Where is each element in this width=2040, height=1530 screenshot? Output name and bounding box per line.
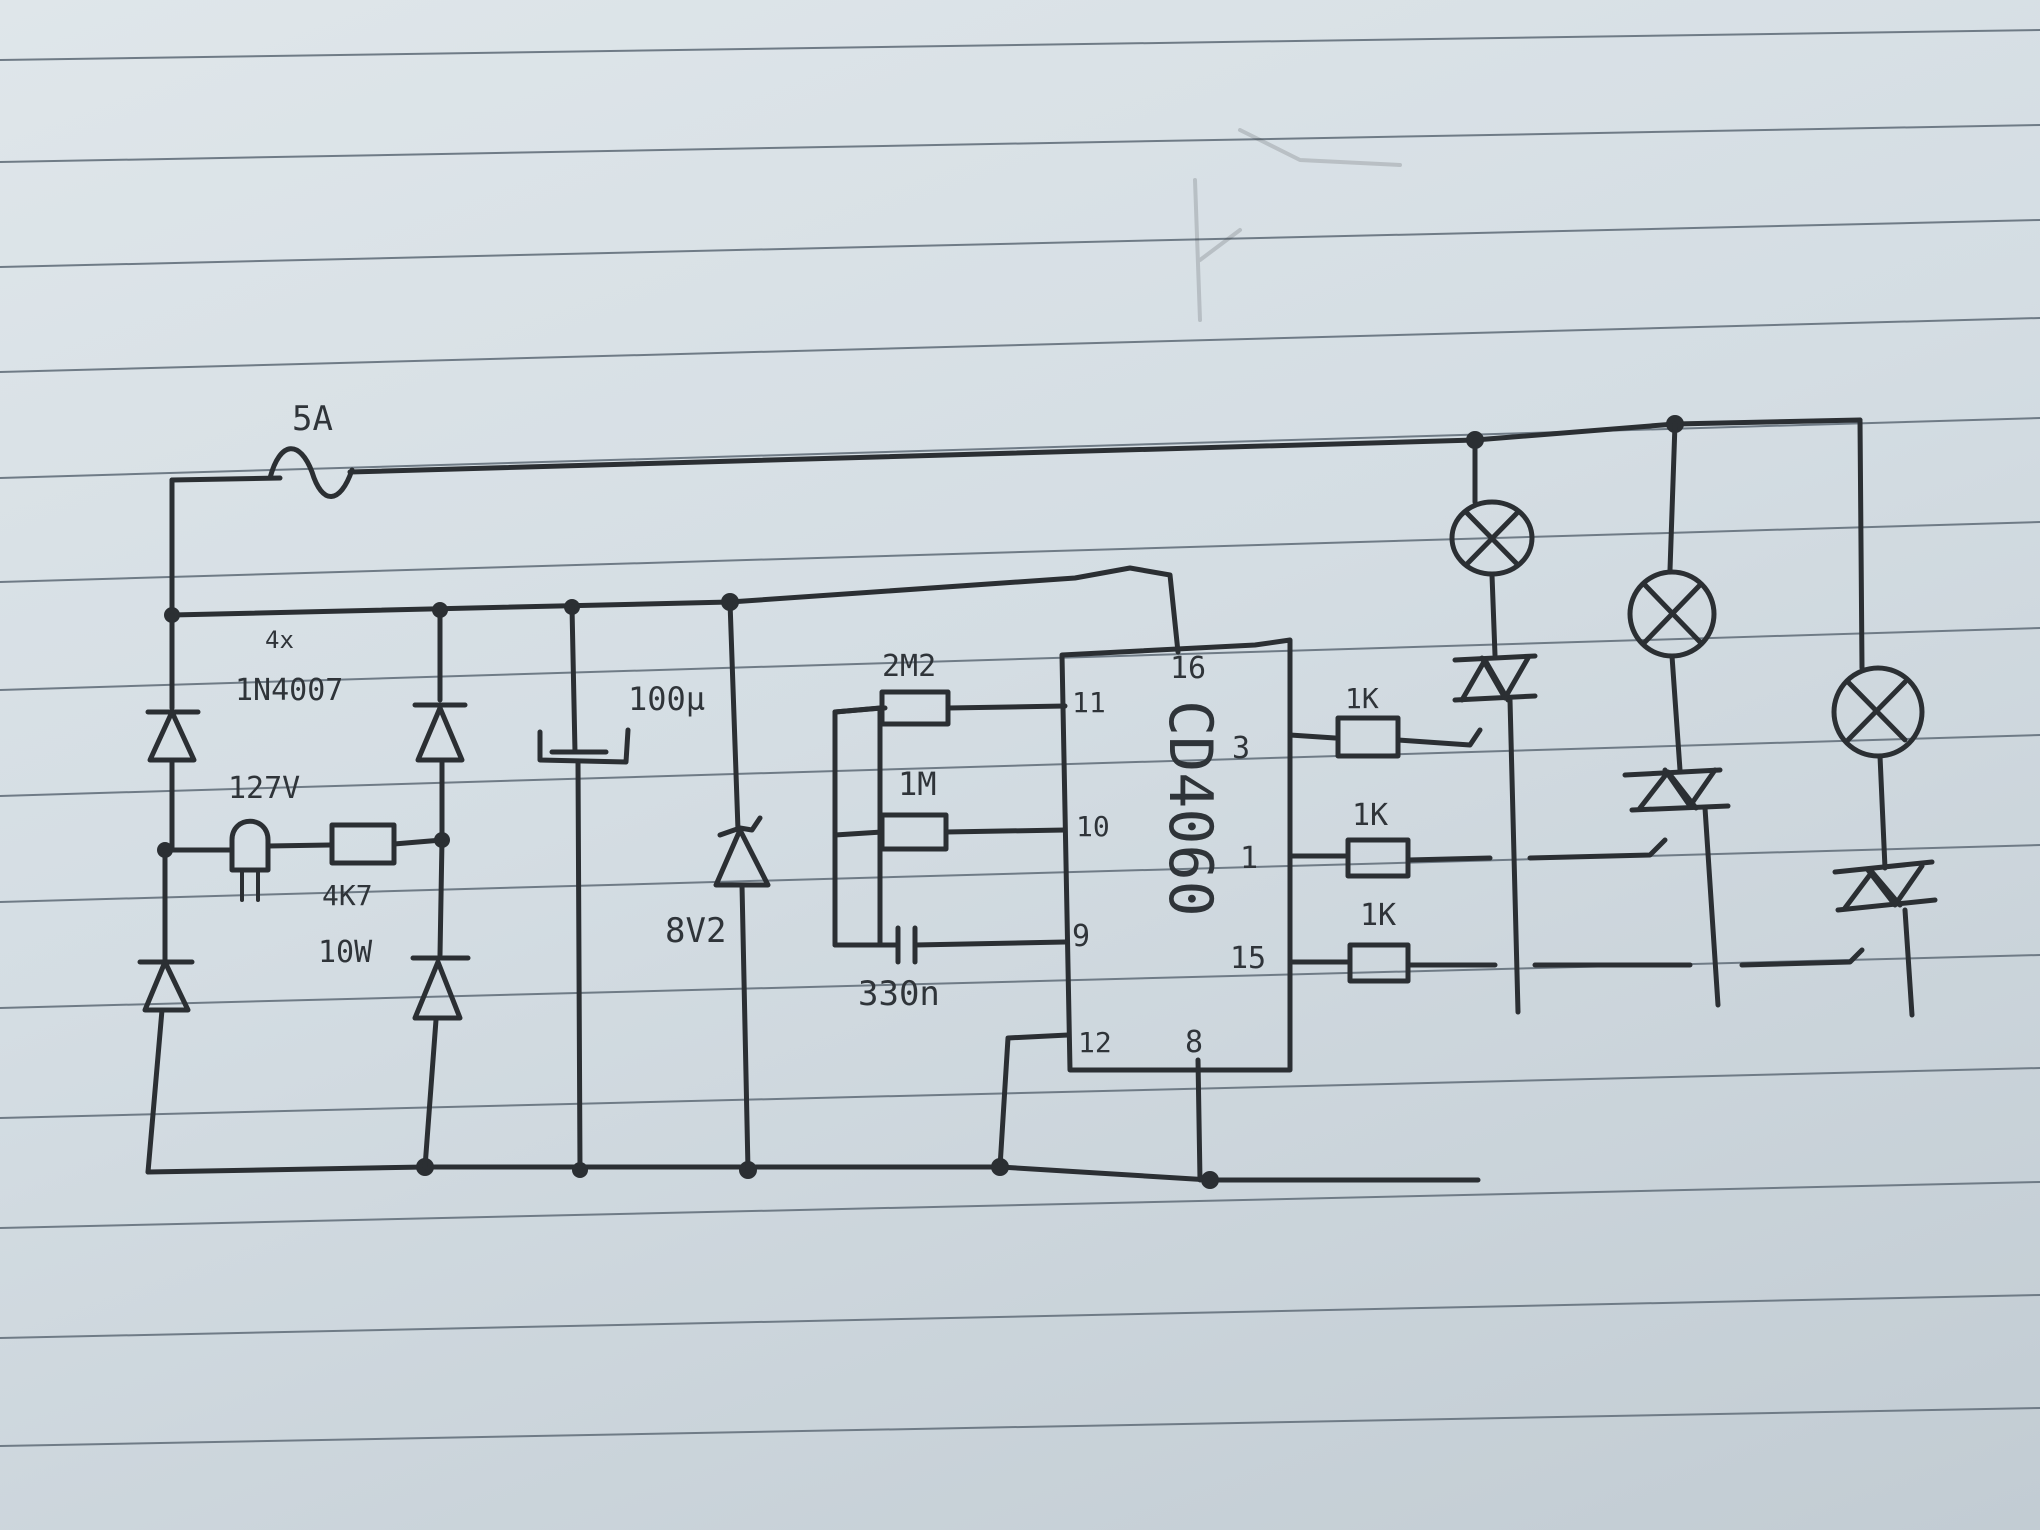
oscillator-network: 2M2 1M 330n [832, 649, 1068, 1014]
pin-9-label: 9 [1072, 919, 1090, 954]
lamp-3 [1831, 417, 1925, 871]
fuse-label: 5A [292, 399, 333, 439]
lamp-2 [1627, 421, 1717, 773]
bridge-label-count: 4x [265, 626, 294, 654]
triac-2 [1622, 767, 1731, 1008]
resistor-4k7-power: 10W [318, 935, 373, 970]
capacitor-label: 100µ [628, 680, 705, 718]
ic-label: CD4060 [1155, 700, 1225, 917]
gate-resistor-2-label: 1K [1352, 798, 1388, 833]
pin-1-label: 1 [1240, 841, 1258, 876]
fuse-symbol: 5A [267, 399, 355, 499]
paper-bleed-marks [1193, 128, 1402, 322]
bridge-diode-left-top [145, 612, 201, 853]
zener-diode: 8V2 [665, 599, 771, 1173]
pin-3-label: 3 [1232, 731, 1250, 766]
ground-rail [145, 1164, 1481, 1183]
resistor-4k7-value: 4K7 [322, 879, 373, 912]
triac-3 [1832, 859, 1938, 1018]
lamp-1 [1449, 437, 1535, 658]
pin-10-label: 10 [1076, 810, 1110, 843]
bridge-diode-right-bottom [410, 837, 471, 1170]
gate-resistor-1: 1K [1287, 682, 1483, 759]
led-label: 127V [228, 771, 300, 806]
led-indicator: 127V [162, 771, 333, 902]
resistor-4k7: 4K7 10W [318, 822, 445, 970]
ruled-lines [0, 29, 2040, 1447]
triac-1 [1452, 653, 1538, 1015]
zener-label: 8V2 [665, 911, 726, 951]
pin-8-ground-wire [1195, 1057, 1203, 1183]
osc-resistor-1-label: 2M2 [882, 649, 936, 684]
ac-top-line [169, 417, 1863, 618]
bridge-diode-left-bottom [137, 847, 195, 1175]
dc-positive-rail [169, 565, 1181, 655]
filter-capacitor: 100µ [537, 604, 705, 1173]
pin-12-label: 12 [1078, 1026, 1112, 1059]
osc-resistor-2-label: 1M [898, 765, 937, 803]
bridge-diode-right-top [412, 607, 468, 843]
gate-resistor-3: 1K [1287, 898, 1865, 984]
pin-8-label: 8 [1185, 1025, 1203, 1060]
gate-resistor-2: 1K [1287, 798, 1668, 879]
pin-15-label: 15 [1230, 941, 1266, 976]
osc-capacitor-label: 330n [858, 974, 940, 1014]
bridge-label-part: 1N4007 [235, 673, 343, 708]
gate-resistor-3-label: 1K [1360, 898, 1396, 933]
pin-11-label: 11 [1072, 686, 1106, 719]
pin-12-ground-wire [997, 1032, 1071, 1170]
pin-16-label: 16 [1170, 651, 1206, 686]
gate-resistor-1-label: 1K [1345, 682, 1379, 715]
